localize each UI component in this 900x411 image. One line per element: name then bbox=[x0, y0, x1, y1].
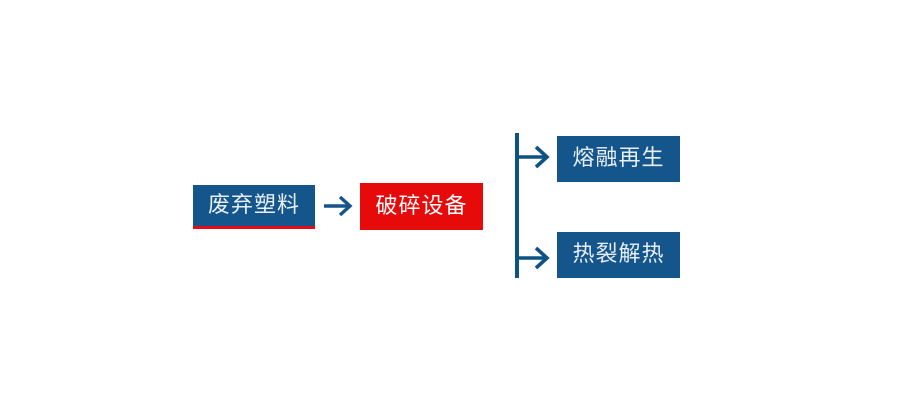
node-pyrolysis-heat[interactable]: 热裂解热 bbox=[557, 232, 680, 278]
node-melt-regeneration[interactable]: 熔融再生 bbox=[557, 136, 680, 182]
branch-trunk-line bbox=[515, 133, 519, 278]
node-waste-plastic-label: 废弃塑料 bbox=[207, 192, 300, 218]
node-crushing-equipment[interactable]: 破碎设备 bbox=[360, 183, 483, 230]
branch-arrow-top-icon bbox=[517, 144, 557, 170]
node-crushing-equipment-label: 破碎设备 bbox=[375, 193, 468, 219]
node-waste-plastic[interactable]: 废弃塑料 bbox=[193, 185, 315, 229]
arrow-right-icon bbox=[322, 190, 356, 222]
node-melt-regeneration-label: 熔融再生 bbox=[572, 146, 665, 171]
branch-arrow-bottom-icon bbox=[517, 245, 557, 271]
node-pyrolysis-heat-label: 热裂解热 bbox=[572, 242, 665, 267]
